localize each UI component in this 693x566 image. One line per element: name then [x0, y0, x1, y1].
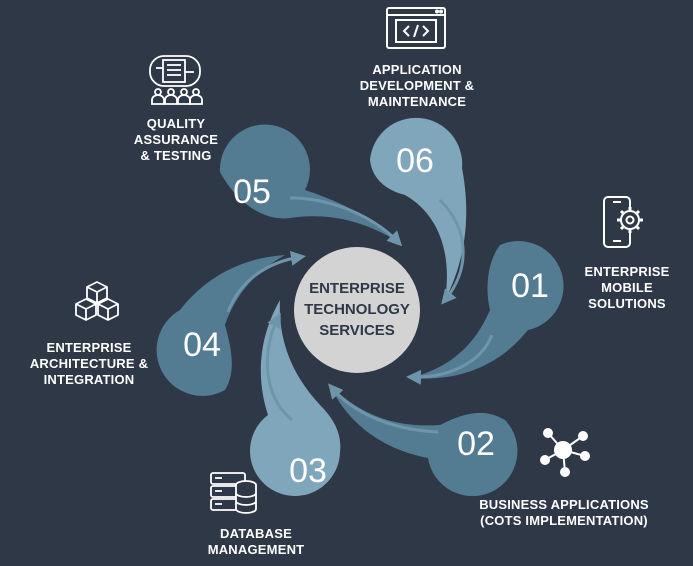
petal-03	[250, 300, 341, 496]
database-server-icon	[210, 472, 257, 514]
label-01: ENTERPRISE MOBILE SOLUTIONS	[568, 264, 686, 312]
number-05: 05	[233, 173, 271, 211]
petal-01	[410, 241, 564, 379]
number-04: 04	[183, 326, 221, 364]
label-02-line-2: (COTS IMPLEMENTATION)	[480, 513, 648, 528]
petals	[156, 117, 564, 497]
petal-06	[370, 117, 467, 300]
label-03-line-1: DATABASE	[220, 526, 292, 541]
code-window-icon	[386, 7, 446, 49]
center-line-1: ENTERPRISE	[309, 280, 405, 297]
number-01: 01	[511, 267, 549, 305]
arrow-03	[265, 312, 293, 422]
arrow-06	[438, 198, 465, 305]
center-line-2: TECHNOLOGY	[304, 301, 410, 318]
label-05-line-1: QUALITY	[146, 116, 206, 131]
label-02-line-1: BUSINESS APPLICATIONS	[479, 497, 649, 512]
label-05-line-3: & TESTING	[140, 148, 212, 163]
arrow-01	[406, 334, 494, 385]
label-04-line-1: ENTERPRISE	[46, 340, 132, 355]
label-06-line-2: DEVELOPMENT &	[359, 78, 475, 93]
label-03: DATABASE MANAGEMENT	[196, 526, 316, 558]
label-06-line-3: MAINTENANCE	[367, 94, 467, 109]
arrow-04	[226, 250, 306, 313]
network-nodes-icon	[540, 428, 590, 477]
petal-04	[156, 255, 285, 396]
label-01-line-1: ENTERPRISE	[584, 264, 670, 279]
petal-02	[330, 385, 518, 497]
number-06: 06	[396, 142, 434, 180]
qa-team-icon	[149, 55, 203, 105]
number-02: 02	[457, 425, 495, 463]
center-circle	[294, 247, 420, 373]
label-05-line-2: ASSURANCE	[133, 132, 219, 147]
label-05: QUALITY ASSURANCE & TESTING	[116, 116, 236, 164]
arrow-02	[328, 383, 439, 434]
label-04-line-2: ARCHITECTURE &	[29, 356, 149, 371]
label-03-line-2: MANAGEMENT	[207, 542, 305, 557]
mobile-gear-icon	[603, 196, 643, 248]
number-03: 03	[289, 452, 327, 490]
label-04-line-3: INTEGRATION	[43, 372, 135, 387]
label-01-line-3: SOLUTIONS	[588, 296, 666, 311]
label-01-line-2: MOBILE	[601, 280, 653, 295]
label-02: BUSINESS APPLICATIONS (COTS IMPLEMENTATI…	[464, 497, 664, 529]
arrows	[226, 196, 494, 434]
center-line-3: SERVICES	[319, 322, 395, 339]
cubes-icon	[75, 281, 119, 321]
label-04: ENTERPRISE ARCHITECTURE & INTEGRATION	[14, 340, 164, 388]
label-06-line-1: APPLICATION	[372, 62, 462, 77]
arrow-05	[289, 196, 403, 247]
label-06: APPLICATION DEVELOPMENT & MAINTENANCE	[344, 62, 490, 110]
